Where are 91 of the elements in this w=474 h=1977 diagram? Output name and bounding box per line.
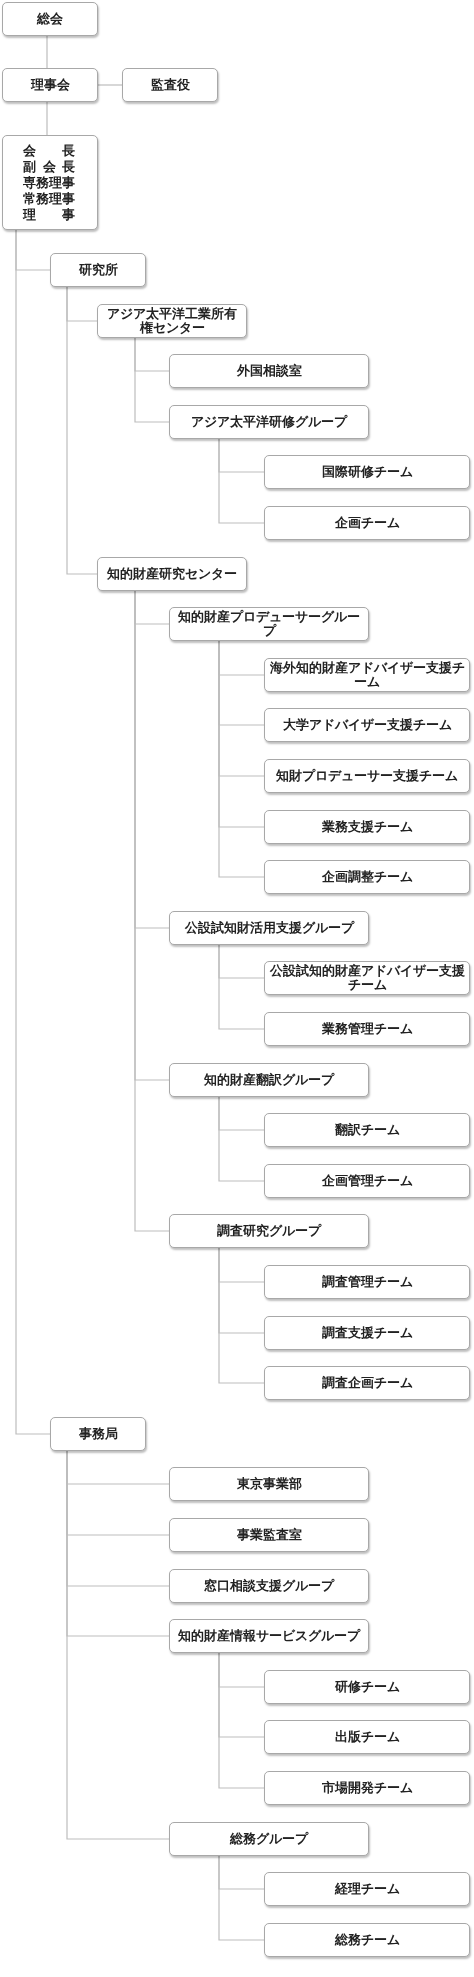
org-box (169, 1821, 369, 1856)
unit-name: 国際研修チーム (321, 465, 413, 480)
org-box (264, 1922, 470, 1957)
unit-name: 総務チーム (334, 1932, 400, 1947)
unit-name: 公設試知的財産アドバイザー支援チーム (269, 964, 465, 993)
unit-name: 理事会 (30, 78, 70, 92)
unit-name: 知的財産プロデューサーグループ (177, 610, 361, 639)
connector-line (15, 229, 51, 1435)
org-box (169, 1214, 369, 1249)
connector-line (66, 286, 98, 575)
org-box (264, 759, 470, 793)
unit-name: 知的財産翻訳グループ (204, 1072, 334, 1087)
org-box (169, 1568, 369, 1603)
org-box (264, 1720, 470, 1755)
connector-line (218, 640, 265, 878)
connector-line (97, 84, 123, 86)
org-box (169, 1518, 369, 1552)
unit-name: 調査管理チーム (321, 1275, 413, 1289)
unit-name: 研究所 (78, 263, 118, 277)
org-box (264, 860, 470, 895)
org-box (264, 455, 470, 490)
org-box (2, 135, 98, 230)
unit-name: 事務局 (78, 1426, 118, 1441)
unit-name: アジア太平洋工業所有権センター (106, 306, 238, 335)
org-box (169, 1619, 369, 1654)
unit-name: 研修チーム (334, 1679, 400, 1694)
position-title: 会長 (23, 142, 75, 159)
unit-name: 知的財産研究センター (107, 566, 237, 581)
org-box (169, 1062, 369, 1097)
unit-name: 公設試知財活用支援グループ (184, 920, 354, 935)
connector-line (218, 1855, 265, 1941)
unit-name: 窓口相談支援グループ (204, 1578, 334, 1593)
unit-name: アジア太平洋研修グループ (191, 414, 347, 429)
unit-name: 翻訳チーム (334, 1123, 400, 1138)
org-box (169, 1467, 369, 1502)
unit-name: 企画調整チーム (321, 870, 413, 885)
connector-line (46, 35, 48, 69)
unit-name: 市場開発チーム (321, 1781, 413, 1795)
org-box (169, 354, 369, 389)
position-title: 副会長 (23, 158, 75, 175)
org-box (264, 506, 470, 540)
unit-name: 経理チーム (334, 1882, 400, 1897)
position-title: 専務理事 (23, 174, 75, 191)
unit-name: 業務支援チーム (321, 819, 413, 834)
org-box (264, 809, 470, 844)
org-box (264, 1315, 470, 1350)
unit-name: 外国相談室 (236, 364, 302, 379)
org-box (264, 1771, 470, 1805)
unit-name: 企画チーム (334, 516, 400, 530)
unit-name: 東京事業部 (236, 1477, 302, 1492)
unit-name: 業務管理チーム (321, 1022, 413, 1036)
org-box (264, 1113, 470, 1148)
org-box (264, 1163, 470, 1198)
position-title: 理事 (23, 206, 75, 223)
unit-name: 企画管理チーム (321, 1173, 413, 1188)
org-box (264, 708, 470, 743)
org-box (264, 1265, 470, 1299)
org-box (264, 1669, 470, 1704)
unit-name: 事業監査室 (236, 1528, 302, 1542)
connector-line (218, 1652, 265, 1789)
org-box (2, 2, 98, 36)
connector-line (218, 1096, 265, 1182)
unit-name: 大学アドバイザー支援チーム (282, 718, 452, 733)
unit-name: 出版チーム (334, 1730, 400, 1745)
unit-name: 海外知的財産アドバイザー支援チーム (269, 660, 465, 689)
unit-name: 総会 (37, 12, 63, 26)
unit-name: 総務グループ (230, 1831, 308, 1846)
org-box (169, 607, 369, 642)
unit-name: 知財プロデューサー支援チーム (276, 769, 458, 783)
org-box (169, 404, 369, 439)
unit-name: 知的財産情報サービスグループ (178, 1629, 360, 1644)
org-box (264, 1012, 470, 1046)
org-box (97, 303, 247, 338)
connector-line (218, 944, 265, 1030)
org-box (122, 68, 218, 102)
org-box (264, 1366, 470, 1401)
connector-line (218, 1247, 265, 1384)
connector-line (218, 438, 265, 524)
org-box (97, 556, 247, 591)
connector-line (46, 101, 48, 136)
unit-name: 監査役 (150, 78, 190, 92)
unit-name: 調査支援チーム (321, 1325, 413, 1340)
org-box (264, 1872, 470, 1907)
position-title: 常務理事 (23, 190, 75, 207)
unit-name: 調査企画チーム (321, 1376, 413, 1391)
connector-line (134, 337, 170, 423)
org-box (50, 1416, 146, 1451)
org-box (50, 253, 146, 287)
unit-name: 調査研究グループ (217, 1224, 321, 1239)
org-box (169, 910, 369, 945)
org-box (2, 68, 98, 102)
